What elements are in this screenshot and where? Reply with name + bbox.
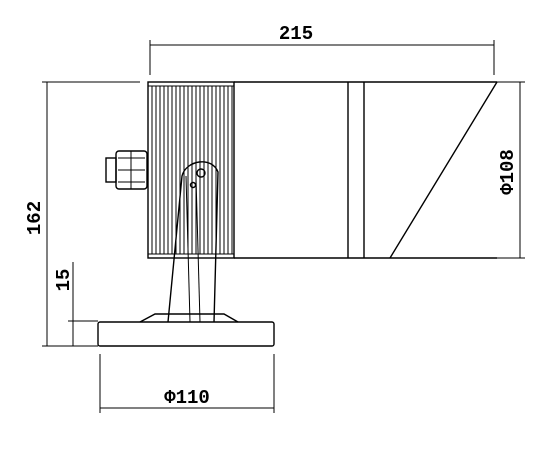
lamp-body [234,81,498,259]
cable-gland [105,150,148,190]
dim-base-thickness: 15 [53,262,98,346]
dim-label-overall-height: 162 [24,201,46,235]
mounting-arm [167,161,219,323]
dim-overall-length: 215 [149,23,495,75]
dim-label-overall-length: 215 [279,23,313,45]
heatsink-fins [147,81,235,259]
base-plate [97,313,275,347]
dim-label-base-thickness: 15 [53,269,75,292]
dim-overall-height: 162 [24,81,140,347]
dim-label-base-diameter: Φ110 [164,387,210,409]
dim-label-body-diameter: Φ108 [497,149,519,195]
dim-body-diameter: Φ108 [497,81,525,259]
dim-base-diameter: Φ110 [99,354,275,413]
